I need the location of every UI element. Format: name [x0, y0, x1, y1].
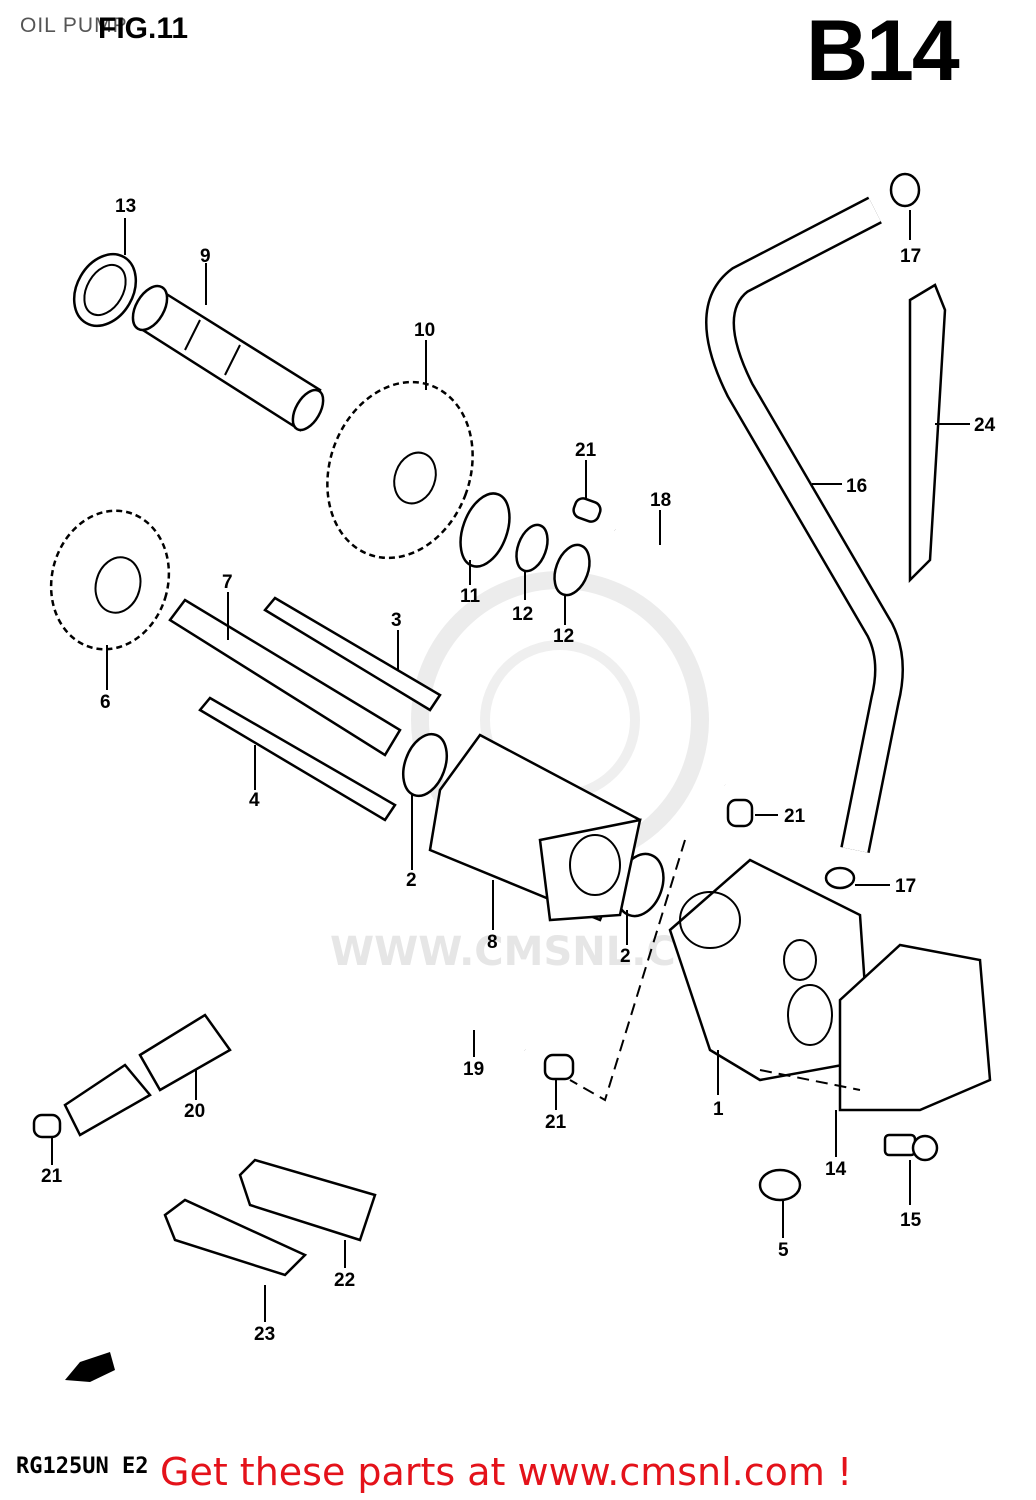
part-3-stud — [263, 596, 442, 712]
callout-21-lower-left: 21 — [41, 1166, 63, 1187]
part-21-cap-mid — [726, 798, 754, 828]
diagram-title: OIL PUMP — [20, 14, 128, 37]
figure-number: FIG.11 — [98, 12, 189, 45]
callout-2-a: 2 — [406, 870, 417, 891]
part-21-cap-lower-right — [543, 1053, 575, 1081]
part-11-washer — [459, 492, 511, 568]
callout-17-upper: 17 — [900, 246, 921, 267]
part-17-clamp-lower — [824, 866, 856, 890]
part-22-clamp-plate — [238, 1158, 377, 1242]
front-arrow-icon — [65, 1352, 115, 1382]
leader-lines — [51, 210, 970, 1322]
callout-labels: 13 9 10 21 18 16 17 24 11 12 12 6 7 3 4 … — [41, 196, 996, 1345]
part-8-pump-body — [428, 733, 642, 922]
callout-4: 4 — [249, 790, 260, 811]
part-9-pump-drive-shaft — [131, 284, 325, 432]
part-4-stud — [198, 696, 397, 822]
part-15-screw — [883, 1133, 939, 1162]
page-code: B14 — [806, 3, 960, 99]
callout-10: 10 — [414, 320, 435, 341]
callout-3: 3 — [391, 610, 402, 631]
part-6-pump-gear — [49, 509, 171, 651]
part-12-circlip-a — [515, 523, 549, 573]
part-21-cap-lower-left — [32, 1113, 62, 1139]
callout-6: 6 — [100, 692, 111, 713]
callout-19: 19 — [463, 1059, 484, 1080]
part-19-pump-cable — [194, 990, 526, 1051]
callout-12-a: 12 — [512, 604, 533, 625]
callout-21-upper: 21 — [575, 440, 597, 461]
callout-16: 16 — [846, 476, 867, 497]
part-20-hose-sleeve — [63, 1013, 232, 1137]
callout-8: 8 — [487, 932, 498, 953]
callout-11: 11 — [460, 586, 481, 607]
callout-9: 9 — [200, 246, 211, 267]
callout-22: 22 — [334, 1270, 355, 1291]
callout-21-lower-right: 21 — [545, 1112, 567, 1133]
part-17-clamp-upper — [889, 172, 921, 208]
alignment-line-a — [569, 839, 686, 1102]
alignment-line-b — [759, 1069, 861, 1091]
callout-17-lower: 17 — [895, 876, 916, 897]
callout-23: 23 — [254, 1324, 275, 1345]
callout-18: 18 — [650, 490, 671, 511]
part-21-cap-upper — [572, 497, 602, 523]
callout-15: 15 — [900, 1210, 922, 1231]
part-24-hose-guide — [908, 283, 947, 584]
part-14-pump-cover — [838, 943, 992, 1112]
callout-14: 14 — [825, 1159, 847, 1180]
callout-5: 5 — [778, 1240, 789, 1261]
callout-20: 20 — [184, 1101, 205, 1122]
callout-1: 1 — [713, 1099, 724, 1120]
model-code: RG125UN E2 — [16, 1454, 149, 1479]
part-2-o-ring-a — [402, 732, 448, 798]
callout-2-b: 2 — [620, 946, 631, 967]
callout-21-mid: 21 — [784, 806, 806, 827]
promo-link[interactable]: Get these parts at www.cmsnl.com ! — [160, 1450, 853, 1494]
callout-12-b: 12 — [553, 626, 574, 647]
part-5-cable-adjuster — [758, 1168, 802, 1202]
part-13-oil-seal — [72, 252, 138, 328]
callout-24: 24 — [974, 415, 996, 436]
part-10-pump-drive-gear — [326, 380, 474, 560]
part-12-circlip-b — [553, 543, 591, 597]
callout-7: 7 — [222, 572, 233, 593]
part-23-clamp-plate — [163, 1198, 308, 1277]
callout-13: 13 — [115, 196, 136, 217]
